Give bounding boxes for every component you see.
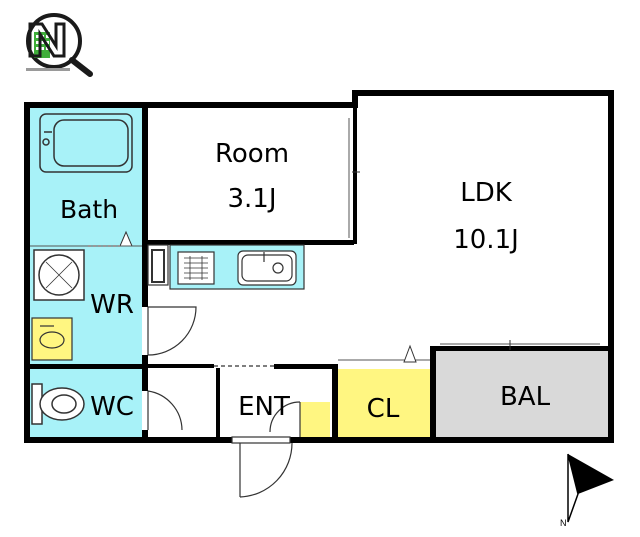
north-arrow-icon: N	[560, 453, 614, 528]
bath-label: Bath	[59, 195, 119, 224]
ldk-size: 10.1J	[453, 225, 519, 255]
washing-machine-icon	[33, 249, 85, 301]
wr-label: WR	[90, 290, 134, 320]
toilet-icon	[31, 383, 85, 425]
vanity-sink-icon	[31, 317, 73, 361]
room-size: 3.1J	[227, 184, 277, 214]
company-logo-icon	[26, 13, 93, 77]
bal-label: BAL	[499, 382, 551, 412]
room-label: Room	[214, 139, 290, 169]
wc-label: WC	[90, 392, 134, 422]
cl-label: CL	[366, 394, 400, 424]
entrance-door-icon	[231, 436, 293, 498]
cl-fill	[338, 369, 430, 437]
ldk-label: LDK	[460, 178, 512, 208]
ent-step-fill	[300, 402, 330, 437]
bal-fill	[432, 350, 608, 437]
bathtub-icon	[39, 113, 133, 173]
svg-text:N: N	[560, 518, 567, 528]
ent-label: ENT	[238, 392, 290, 422]
kitchen-counter	[147, 244, 305, 290]
